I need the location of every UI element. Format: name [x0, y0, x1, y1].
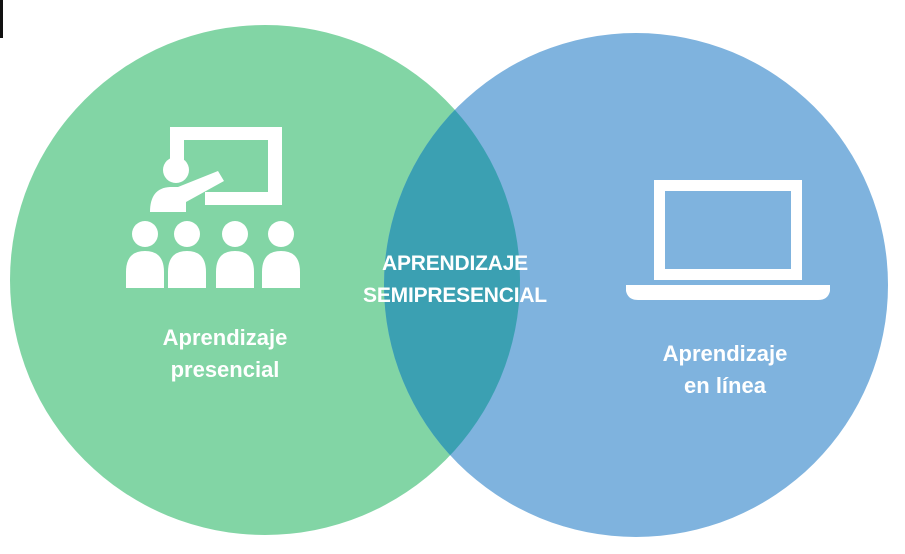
- classroom-teacher-icon: [126, 127, 300, 288]
- corner-mark: [0, 0, 3, 38]
- right-label-line1: Aprendizaje: [662, 341, 788, 366]
- right-circle-label: Aprendizaje en línea: [610, 338, 840, 402]
- overlap-label-line1: APRENDIZAJE: [382, 252, 528, 275]
- left-label-line2: presencial: [170, 356, 280, 382]
- overlap-label: APRENDIZAJE SEMIPRESENCIAL: [330, 248, 580, 311]
- left-circle-label: Aprendizaje presencial: [105, 322, 345, 386]
- left-label-line1: Aprendizaje: [162, 325, 288, 350]
- overlap-label-line2: SEMIPRESENCIAL: [363, 283, 547, 307]
- laptop-icon: [626, 180, 830, 300]
- right-label-line2: en línea: [684, 372, 766, 398]
